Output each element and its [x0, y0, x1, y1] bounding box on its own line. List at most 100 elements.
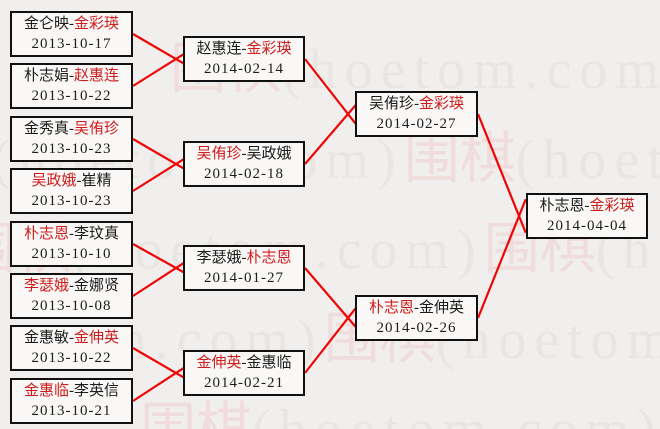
match-date: 2014-02-21 — [204, 375, 284, 391]
match-players: 朴志娟-赵惠连 — [12, 66, 131, 86]
name-separator: - — [69, 121, 74, 137]
connector-line — [132, 347, 193, 383]
match-players: 李瑟娥-朴志恩 — [185, 248, 303, 268]
connector-line — [476, 198, 527, 319]
connector-line — [132, 48, 192, 87]
match-date: 2013-10-22 — [31, 350, 112, 366]
match-box-round-2-3: 李瑟娥-朴志恩 2014-01-27 — [183, 245, 305, 291]
player1-name: 金伸英 — [196, 355, 242, 371]
connector-line — [304, 58, 360, 129]
match-date: 2013-10-17 — [31, 36, 112, 52]
player1-name: 吴侑珍 — [368, 96, 414, 112]
name-separator: - — [69, 16, 74, 32]
match-box-round-2-1: 赵惠连-金彩瑛 2014-02-14 — [183, 36, 305, 82]
name-separator: - — [76, 173, 82, 189]
match-players: 吴政娥-崔精 — [12, 171, 131, 191]
match-date: 2014-02-18 — [204, 166, 284, 182]
match-players: 金惠敏-金伸英 — [12, 328, 131, 348]
connector-line — [476, 113, 527, 234]
player1-name: 朴志恩 — [23, 226, 69, 242]
match-date: 2013-10-23 — [31, 141, 112, 157]
match-players: 金惠临-李英信 — [12, 381, 131, 401]
match-players: 赵惠连-金彩瑛 — [185, 39, 303, 59]
player2-name: 金伸英 — [419, 300, 465, 316]
player2-name: 金彩瑛 — [589, 198, 635, 214]
player1-name: 李瑟娥 — [23, 278, 69, 294]
watermark-latin-text: (hoetom.com) — [282, 39, 660, 101]
player2-name: 李英信 — [74, 383, 120, 399]
player2-name: 金娜贤 — [74, 278, 120, 294]
name-separator: - — [241, 355, 247, 371]
watermark-latin-text: (hoetom.com) — [252, 399, 660, 429]
name-separator: - — [414, 300, 419, 316]
match-players: 李瑟娥-金娜贤 — [12, 276, 131, 296]
connector-line — [304, 267, 361, 333]
match-players: 吴侑珍-吴政娥 — [185, 144, 303, 164]
watermark-latin-text: (hoetom.com) — [515, 129, 660, 191]
match-players: 金伸英-金惠临 — [185, 353, 303, 373]
match-date: 2013-10-10 — [31, 246, 112, 262]
player2-name: 金彩瑛 — [74, 16, 120, 32]
player2-name: 金伸英 — [74, 330, 120, 346]
player2-name: 金彩瑛 — [419, 96, 465, 112]
match-box-round-2-2: 吴侑珍-吴政娥 2014-02-18 — [183, 141, 305, 187]
player1-name: 李瑟娥 — [196, 250, 242, 266]
connector-line — [132, 362, 192, 402]
match-date: 2013-10-08 — [31, 298, 112, 314]
player1-name: 金秀真 — [23, 121, 69, 137]
name-separator: - — [584, 198, 590, 214]
match-box-round-1-6: 李瑟娥-金娜贤 2013-10-08 — [10, 273, 133, 319]
connector-line — [132, 153, 192, 192]
watermark-row: 围棋(hoetom.com)围棋(hoetom.com) — [140, 400, 660, 429]
match-date: 2014-01-27 — [204, 270, 284, 286]
match-players: 朴志恩-金彩瑛 — [528, 196, 646, 216]
match-date: 2014-02-27 — [376, 116, 457, 132]
player2-name: 吴侑珍 — [74, 121, 120, 137]
match-players: 朴志恩-李玟真 — [12, 224, 131, 244]
match-box-final-1: 朴志恩-金彩瑛 2014-04-04 — [526, 193, 648, 239]
player2-name: 金彩瑛 — [246, 41, 292, 57]
match-box-round-1-3: 金秀真-吴侑珍 2013-10-23 — [10, 116, 133, 162]
player1-name: 吴侑珍 — [196, 146, 242, 162]
match-box-semifinal-2: 朴志恩-金伸英 2014-02-26 — [355, 295, 478, 341]
player1-name: 朴志恩 — [539, 198, 585, 214]
connector-line — [132, 33, 193, 69]
player2-name: 崔精 — [81, 173, 112, 189]
match-players: 金仑映-金彩瑛 — [12, 14, 131, 34]
match-date: 2014-02-14 — [204, 61, 284, 77]
player2-name: 金惠临 — [246, 355, 292, 371]
match-date: 2013-10-21 — [31, 403, 112, 419]
player2-name: 李玟真 — [74, 226, 120, 242]
name-separator: - — [69, 68, 74, 84]
watermark-cjk-text: 围棋 — [140, 399, 252, 429]
match-players: 朴志恩-金伸英 — [357, 298, 476, 318]
player2-name: 朴志恩 — [246, 250, 292, 266]
connector-line — [304, 99, 361, 165]
player1-name: 吴政娥 — [31, 173, 77, 189]
match-players: 金秀真-吴侑珍 — [12, 119, 131, 139]
player1-name: 金仑映 — [23, 16, 69, 32]
player1-name: 金惠敏 — [23, 330, 69, 346]
player1-name: 赵惠连 — [196, 41, 242, 57]
player1-name: 金惠临 — [23, 383, 69, 399]
match-date: 2014-04-04 — [547, 218, 627, 234]
connector-line — [132, 138, 193, 174]
name-separator: - — [241, 146, 247, 162]
name-separator: - — [241, 41, 247, 57]
player2-name: 赵惠连 — [74, 68, 120, 84]
name-separator: - — [69, 383, 74, 399]
match-box-round-1-1: 金仑映-金彩瑛 2013-10-17 — [10, 11, 133, 57]
player2-name: 吴政娥 — [246, 146, 292, 162]
connector-line — [132, 243, 193, 278]
name-separator: - — [69, 330, 74, 346]
match-box-round-1-5: 朴志恩-李玟真 2013-10-10 — [10, 221, 133, 267]
match-date: 2014-02-26 — [376, 320, 457, 336]
name-separator: - — [69, 278, 74, 294]
